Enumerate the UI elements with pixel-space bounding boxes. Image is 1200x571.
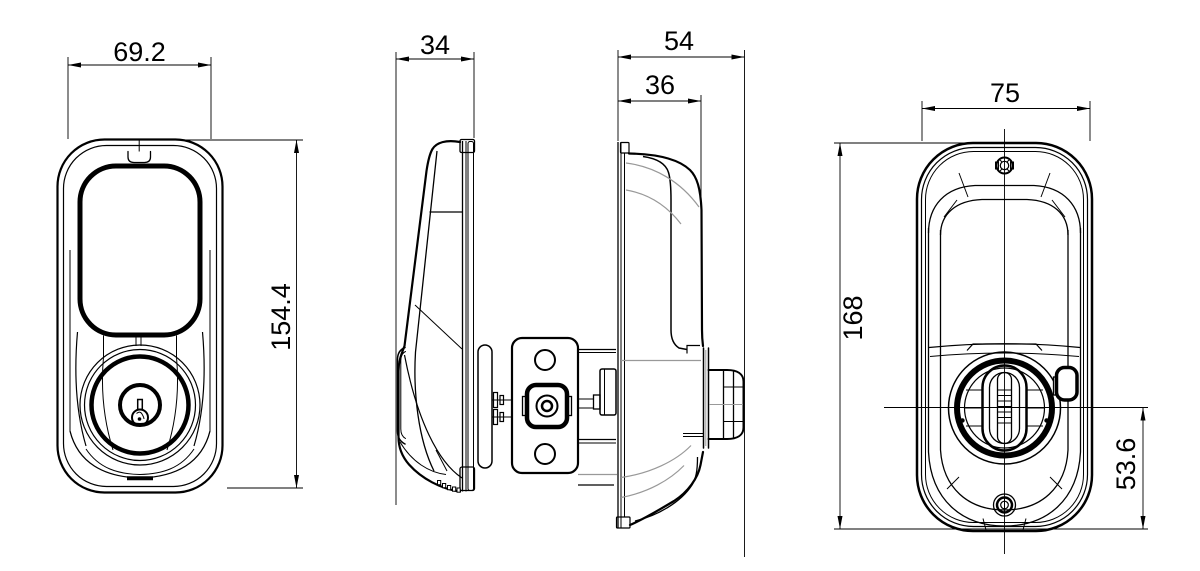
serration-marks bbox=[437, 480, 461, 493]
cylinder-collar bbox=[477, 344, 493, 469]
rear-width-label: 75 bbox=[990, 78, 1020, 108]
front-exterior-view bbox=[56, 138, 224, 494]
interior-profile-outline bbox=[627, 152, 705, 348]
dimension-exterior-depth: 34 bbox=[395, 30, 475, 505]
front-width-label: 69.2 bbox=[113, 37, 166, 67]
dimension-front-height: 154.4 bbox=[144, 139, 303, 489]
keyway-icon bbox=[136, 398, 144, 411]
exterior-profile-outline bbox=[397, 140, 462, 493]
cylinder-bezel bbox=[89, 354, 191, 456]
dimension-interior-total-depth: 54 bbox=[617, 26, 745, 557]
spindle bbox=[540, 399, 554, 413]
keypad-panel bbox=[77, 163, 203, 338]
bolt-hole-bottom bbox=[534, 443, 556, 465]
dimension-rear-height: 168 bbox=[834, 142, 1148, 530]
thumbturn-offset-label: 53.6 bbox=[1111, 438, 1141, 491]
exterior-side-view bbox=[396, 138, 476, 493]
rear-height-label: 168 bbox=[838, 295, 868, 340]
gasket-edge bbox=[467, 141, 474, 491]
dimension-front-width: 69.2 bbox=[67, 37, 212, 139]
privacy-button bbox=[1054, 365, 1079, 402]
bolt-hole-top bbox=[534, 349, 556, 371]
exterior-depth-label: 34 bbox=[420, 30, 450, 60]
latch-bracket bbox=[599, 368, 617, 416]
interior-body-depth-label: 36 bbox=[645, 70, 675, 100]
top-tab bbox=[127, 150, 152, 164]
interior-side-view bbox=[615, 141, 745, 529]
cylinder-housing-edge bbox=[396, 346, 406, 445]
interior-rear-view bbox=[884, 129, 1148, 554]
cylinder-outer-ring bbox=[79, 344, 201, 466]
dimension-thumbturn-offset: 53.6 bbox=[1111, 407, 1146, 529]
front-body-inner-outline bbox=[62, 144, 218, 488]
mounting-plate-assembly bbox=[477, 336, 617, 486]
battery-cover-seam bbox=[642, 155, 688, 351]
dimension-interior-body-depth: 36 bbox=[618, 70, 702, 230]
spindle-hub bbox=[524, 382, 570, 430]
mounting-plate bbox=[510, 336, 580, 475]
front-height-label: 154.4 bbox=[266, 283, 296, 351]
interior-total-depth-label: 54 bbox=[664, 26, 694, 56]
dimension-rear-width: 75 bbox=[921, 78, 1091, 141]
front-body-outline bbox=[56, 138, 224, 494]
